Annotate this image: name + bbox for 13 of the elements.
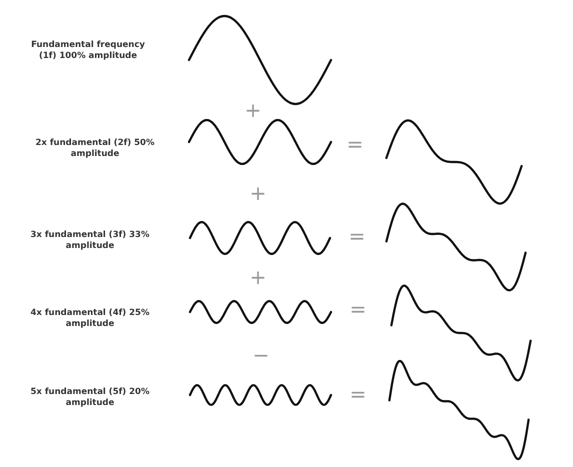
harmonic-label: 5x fundamental (5f) 20% amplitude	[29, 387, 150, 408]
math-operator: =	[348, 384, 368, 404]
math-operator: =	[348, 226, 366, 246]
harmonic-label: 3x fundamental (3f) 33% amplitude	[29, 230, 150, 252]
math-operator: +	[248, 183, 268, 203]
math-operator: =	[348, 299, 368, 319]
harmonic-label: Fundamental frequency (1f) 100% amplitude	[30, 40, 146, 62]
math-operator: =	[346, 134, 364, 154]
math-operator: +	[244, 100, 262, 120]
harmonic-label: 4x fundamental (4f) 25% amplitude	[29, 308, 150, 330]
math-operator: −	[252, 345, 270, 365]
math-operator: +	[248, 267, 268, 287]
harmonic-label: 2x fundamental (2f) 50% amplitude	[34, 138, 156, 160]
